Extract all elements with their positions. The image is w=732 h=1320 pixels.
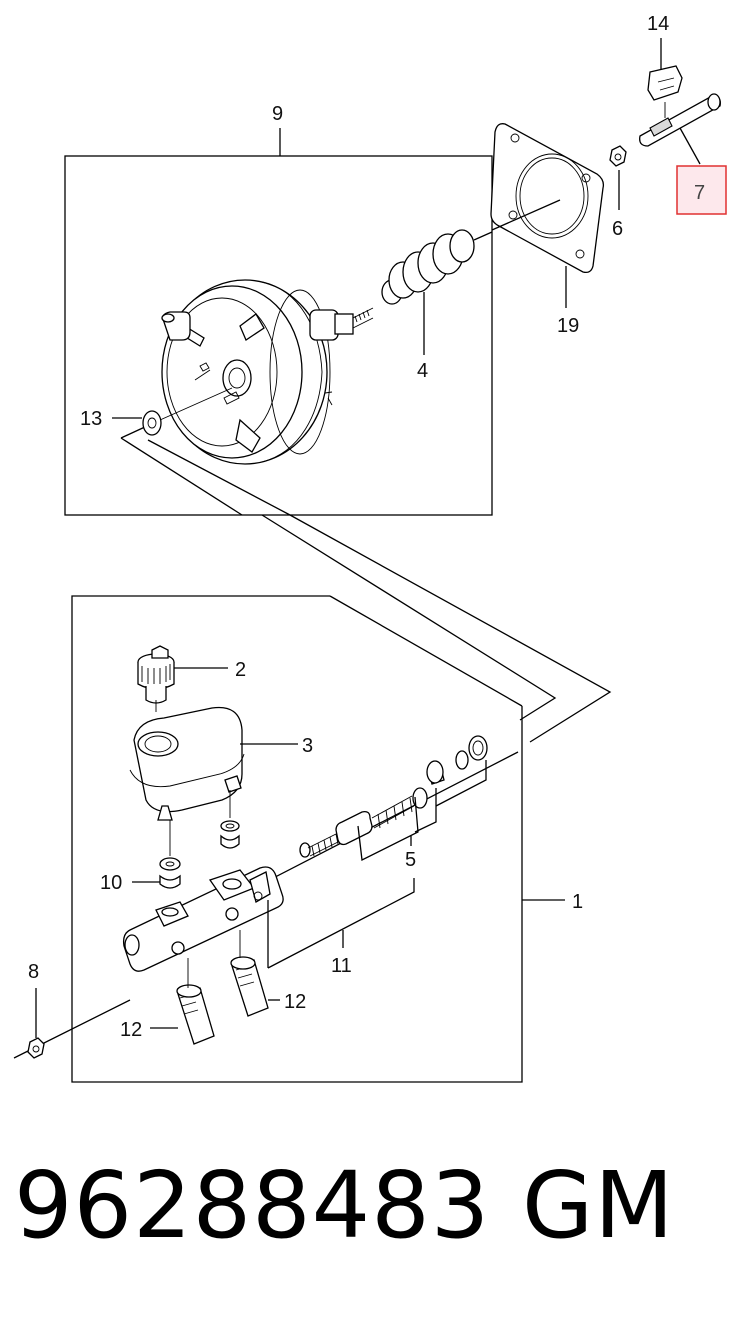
booster-assembly-frame xyxy=(64,128,493,516)
reservoir xyxy=(129,706,298,821)
callout-10: 10 xyxy=(100,872,122,894)
callout-5: 5 xyxy=(405,849,416,871)
callout-13: 13 xyxy=(80,408,102,430)
part-10-grommets xyxy=(132,790,240,889)
callout-12-left: 12 xyxy=(120,1019,142,1041)
connector-lines xyxy=(120,419,612,743)
callout-7: 7 xyxy=(694,182,705,204)
callout-8: 8 xyxy=(28,961,39,983)
callout-12-right: 12 xyxy=(284,991,306,1013)
part-13-washer xyxy=(112,410,162,436)
part-6-nut xyxy=(609,145,627,210)
callout-2: 2 xyxy=(235,659,246,681)
callout-6: 6 xyxy=(612,218,623,240)
callout-4: 4 xyxy=(417,360,428,382)
brake-booster xyxy=(159,279,374,465)
callout-9: 9 xyxy=(272,103,283,125)
part-7-pin xyxy=(639,93,721,165)
callout-19: 19 xyxy=(557,315,579,337)
master-cylinder-frame xyxy=(71,595,565,1083)
part-number: 96288483 xyxy=(14,1152,491,1259)
callout-1: 1 xyxy=(572,891,583,913)
brand-label: GM xyxy=(522,1152,675,1259)
part-12-fittings xyxy=(150,930,280,1045)
master-cylinder xyxy=(13,735,519,1059)
part-4-bellows xyxy=(381,229,493,355)
highlight-box-7 xyxy=(676,165,727,215)
callout-11: 11 xyxy=(331,955,352,977)
callout-3: 3 xyxy=(302,735,313,757)
part-14-clip xyxy=(647,38,683,118)
part-2-reservoir-cap xyxy=(137,645,228,712)
callout-14: 14 xyxy=(647,13,669,35)
part-8-nut xyxy=(27,988,45,1059)
part-19-gasket xyxy=(490,123,605,308)
